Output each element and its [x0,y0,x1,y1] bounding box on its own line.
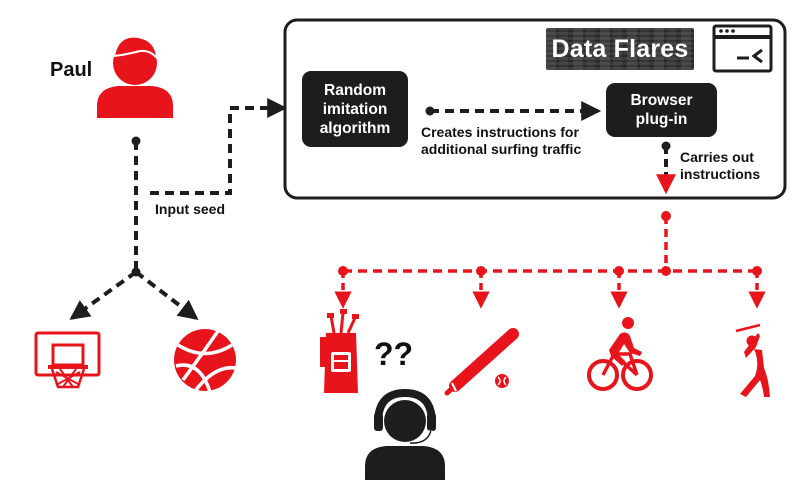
data-flares-logo: Data Flares [546,28,694,70]
creates-instructions-line1: Creates instructions for [421,124,579,140]
question-marks-label: ?? [374,336,413,372]
carry-out-connector [656,141,676,195]
interest-arrows [69,270,199,320]
creates-instructions-label: Creates instructions for additional surf… [421,124,581,158]
carries-out-label: Carries out instructions [680,149,760,183]
person-name-label: Paul [50,59,92,81]
cyclist-icon [587,317,653,391]
baseball-bat-icon [444,328,519,396]
creates-instructions-line2: additional surfing traffic [421,141,582,157]
instructions-connector [425,101,602,121]
algorithm-label-line3: algorithm [319,119,391,137]
plugin-label-line2: plug-in [635,111,688,128]
input-seed-label: Input seed [155,201,225,217]
headset-person-icon [365,388,445,480]
basketball-icon [174,329,237,393]
browser-window-icon [712,24,773,73]
algorithm-label-line1: Random [324,81,386,99]
input-seed-connector [131,98,288,277]
brand-name: Data Flares [551,35,689,63]
random-imitation-algorithm-box: Random imitation algorithm [302,71,408,147]
algorithm-label-line2: imitation [322,100,388,118]
golfer-icon [735,323,770,397]
golf-bag-icon [320,309,359,393]
carries-out-line2: instructions [680,166,761,182]
paul-avatar-icon [97,35,173,118]
generated-traffic-connector [334,211,766,309]
basketball-hoop-icon [34,331,101,389]
carries-out-line1: Carries out [680,149,754,165]
plugin-label-line1: Browser [630,92,693,109]
browser-plugin-box: Browser plug-in [606,83,717,137]
